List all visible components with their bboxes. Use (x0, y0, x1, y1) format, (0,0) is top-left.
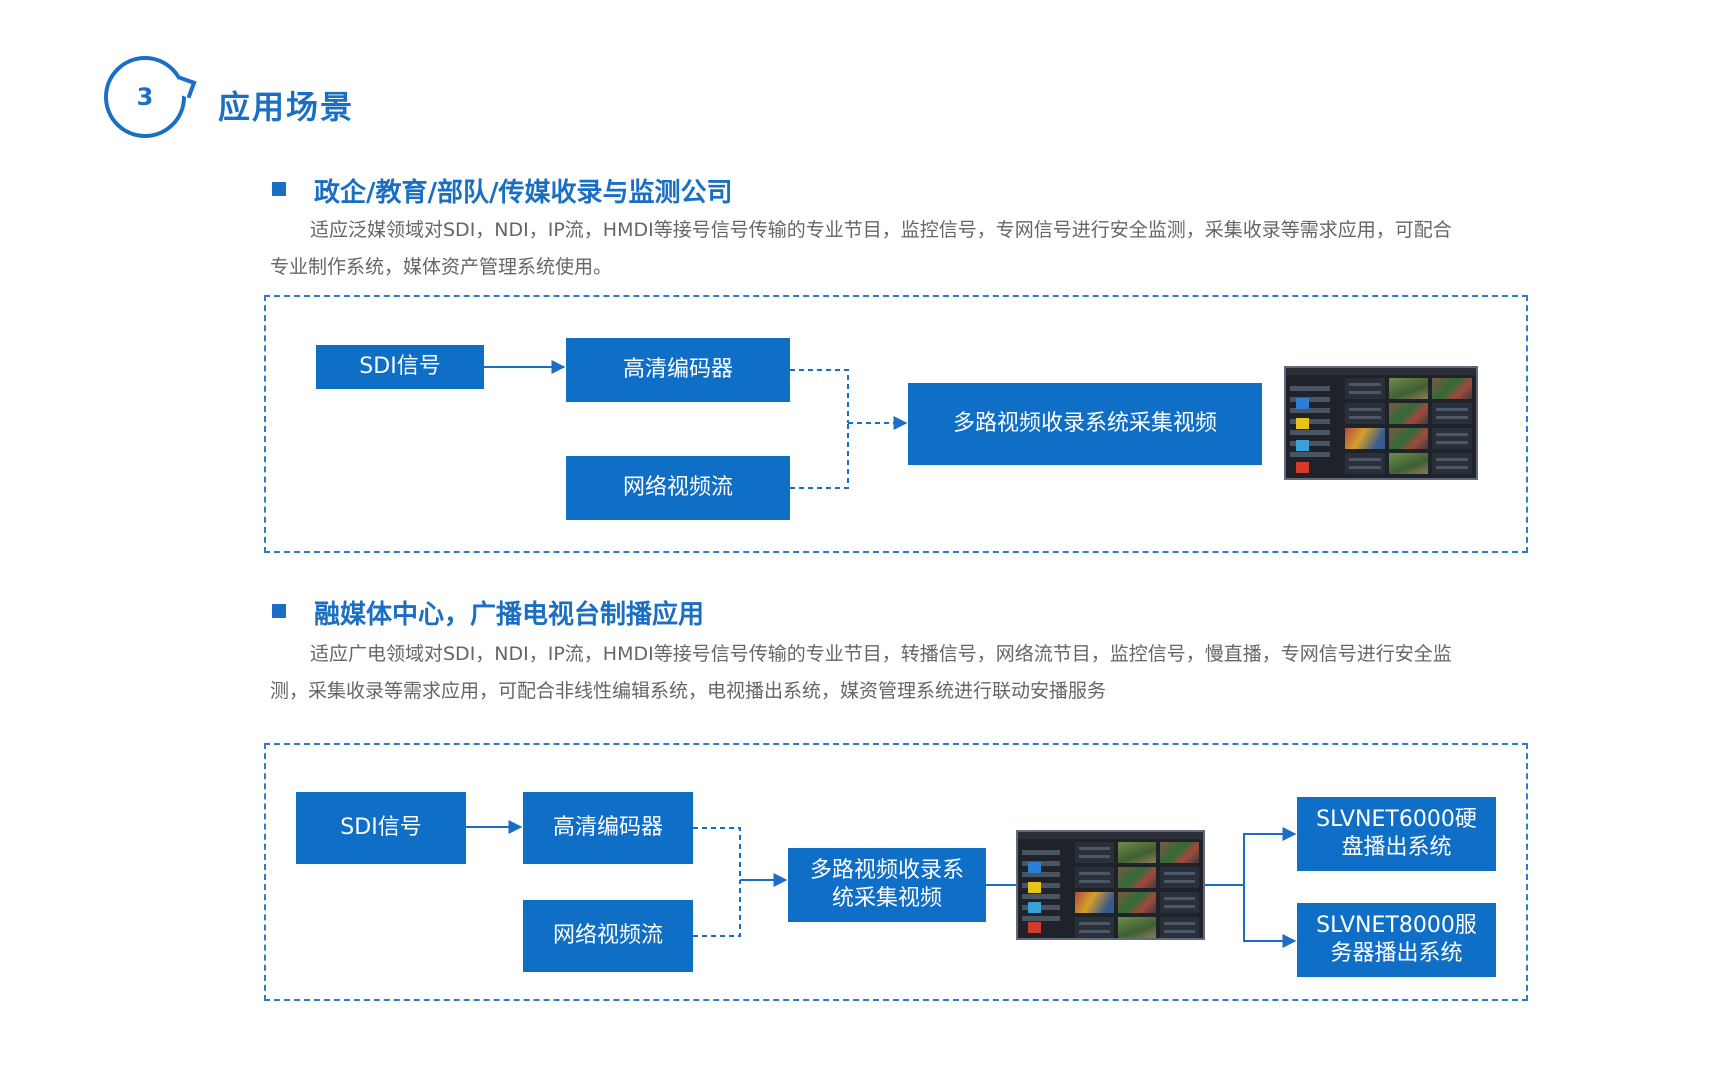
section2-desc-line2: 测，采集收录等需求应用，可配合非线性编辑系统，电视播出系统，媒资管理系统进行联动… (270, 680, 1107, 702)
section2-bullet-icon (272, 604, 286, 618)
s1-capture-system-box: 多路视频收录系统采集视频 (908, 383, 1262, 465)
s2-stream-label: 网络视频流 (552, 923, 663, 948)
section2-description: 适应广电领域对SDI，NDI，IP流，HMDI等接号信号传输的专业节目，转播信号… (270, 636, 1540, 710)
s1-software-screenshot-thumbnail (1284, 366, 1478, 480)
section1-desc-line2: 专业制作系统，媒体资产管理系统使用。 (270, 256, 613, 278)
s2-output-system-1-label: SLVNET6000硬 盘播出系统 (1316, 806, 1477, 862)
s1-sdi-signal-box: SDI信号 (316, 345, 484, 389)
s1-stream-box: 网络视频流 (566, 456, 790, 520)
s2-output-system-2-line2: 务器播出系统 (1330, 941, 1463, 966)
s2-output-system-1-box: SLVNET6000硬 盘播出系统 (1297, 797, 1496, 871)
s2-stream-box: 网络视频流 (523, 900, 693, 972)
section-number-badge: 3 (104, 56, 186, 138)
s1-sdi-label: SDI信号 (359, 354, 441, 379)
s2-encoder-box: 高清编码器 (523, 792, 693, 864)
section2-diagram-frame (264, 743, 1528, 1001)
section1-desc-line1: 适应泛媒领域对SDI，NDI，IP流，HMDI等接号信号传输的专业节目，监控信号… (310, 219, 1452, 241)
s2-split-to-out2-arrow (1243, 885, 1297, 948)
s2-output-system-1-line1: SLVNET6000硬 (1316, 807, 1477, 832)
section1-diagram-frame (264, 295, 1528, 553)
s2-capture-system-label-line2: 统采集视频 (831, 886, 942, 911)
section1-description: 适应泛媒领域对SDI，NDI，IP流，HMDI等接号信号传输的专业节目，监控信号… (270, 212, 1540, 286)
s2-sdi-label: SDI信号 (340, 815, 422, 840)
page-title: 应用场景 (218, 88, 355, 126)
s2-output-system-2-box: SLVNET8000服 务器播出系统 (1297, 903, 1496, 977)
s2-encoder-dashed-connector (693, 827, 741, 880)
section1-title: 政企/教育/部队/传媒收录与监测公司 (314, 178, 733, 208)
s1-encoder-label: 高清编码器 (622, 357, 733, 382)
s2-encoder-label: 高清编码器 (552, 815, 663, 840)
section2-title: 融媒体中心，广播电视台制播应用 (314, 600, 705, 630)
s1-stream-dashed-connector (790, 423, 849, 489)
s1-capture-system-label: 多路视频收录系统采集视频 (952, 411, 1217, 436)
s2-capture-system-label: 多路视频收录系 统采集视频 (810, 857, 964, 913)
s2-software-screenshot-thumbnail (1016, 830, 1205, 940)
s2-sdi-signal-box: SDI信号 (296, 792, 466, 864)
section1-bullet-icon (272, 182, 286, 196)
s2-stream-dashed-connector (693, 880, 741, 937)
s1-encoder-dashed-connector (790, 369, 849, 423)
section-number: 3 (136, 83, 154, 111)
s1-encoder-box: 高清编码器 (566, 338, 790, 402)
s1-stream-label: 网络视频流 (622, 475, 733, 500)
s2-output-system-1-line2: 盘播出系统 (1341, 835, 1452, 860)
section2-desc-line1: 适应广电领域对SDI，NDI，IP流，HMDI等接号信号传输的专业节目，转播信号… (310, 643, 1452, 665)
s2-split-to-out1-arrow (1243, 827, 1297, 885)
s2-capture-system-label-line1: 多路视频收录系 (809, 858, 964, 883)
s2-output-system-2-line1: SLVNET8000服 (1316, 913, 1477, 938)
s2-capture-system-box: 多路视频收录系 统采集视频 (788, 848, 986, 922)
s2-output-system-2-label: SLVNET8000服 务器播出系统 (1316, 912, 1477, 968)
